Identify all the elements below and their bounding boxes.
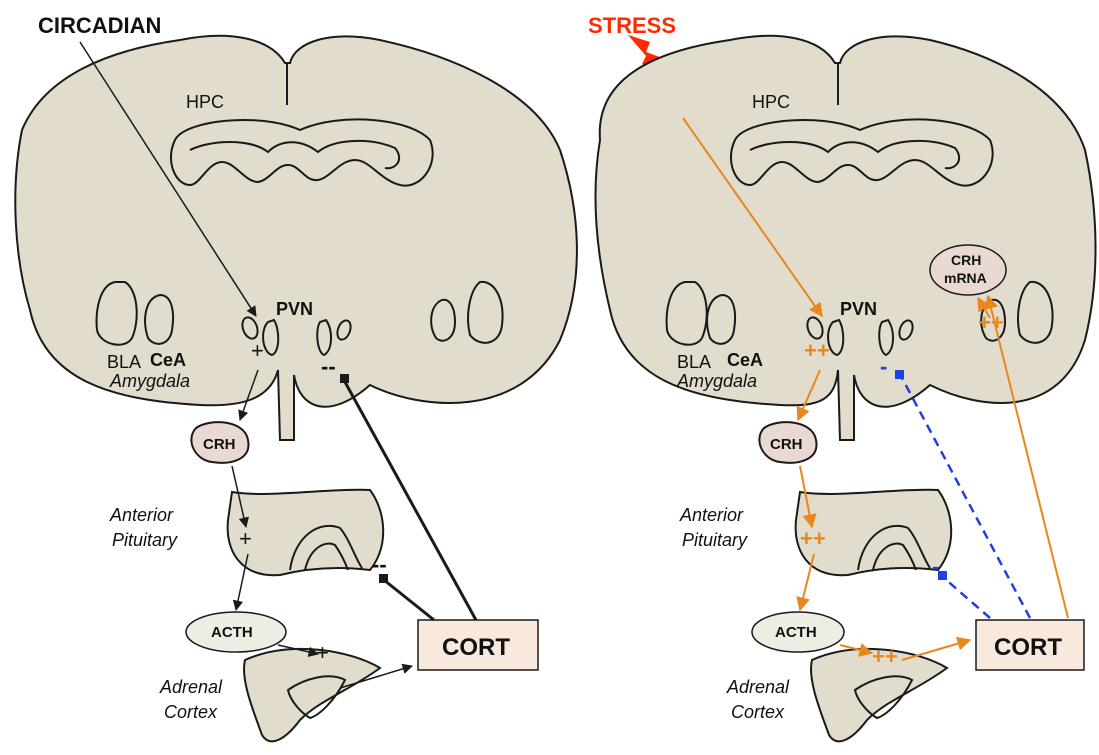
anterior-label: Anterior xyxy=(109,505,174,525)
amygdala-label-right: Amygdala xyxy=(676,371,757,391)
pituitary-plus: + xyxy=(239,526,252,551)
acth-label: ACTH xyxy=(211,624,253,641)
hpc-label-right: HPC xyxy=(752,92,790,112)
pituitary-minus: -- xyxy=(372,552,387,577)
cort-label: CORT xyxy=(442,634,510,661)
brain-section-right xyxy=(595,36,1095,440)
adrenal-label: Adrenal xyxy=(159,677,223,697)
anterior-label-right: Anterior xyxy=(679,505,744,525)
cort-to-pituitary-feedback-right xyxy=(944,578,990,618)
stress-title: STRESS xyxy=(588,13,676,38)
right-panel: STRESS HPC BLA CeA Amygdala PVN ++ - CRH… xyxy=(588,13,1096,741)
amygdala-label: Amygdala xyxy=(109,371,190,391)
pvn-plusplus: ++ xyxy=(804,338,830,363)
pituitary-label: Pituitary xyxy=(112,530,178,550)
cort-to-pituitary-feedback xyxy=(384,580,434,620)
pituitary-feedback-end-right xyxy=(938,571,947,580)
pvn-minus-right: - xyxy=(880,354,887,379)
crh-label: CRH xyxy=(203,436,236,453)
pvn-plus: + xyxy=(251,338,264,363)
pvn-label-right: PVN xyxy=(840,299,877,319)
crh-mrna-label-2: mRNA xyxy=(944,270,987,286)
adrenal-plus: + xyxy=(316,640,329,665)
adrenal-plusplus: ++ xyxy=(872,644,898,669)
circadian-title: CIRCADIAN xyxy=(38,13,161,38)
cea-label-right: CeA xyxy=(727,350,763,370)
pvn-feedback-end-right xyxy=(895,370,904,379)
pituitary-plusplus: ++ xyxy=(800,526,826,551)
left-panel: CIRCADIAN HPC BLA CeA Amygdala PVN + -- … xyxy=(15,13,577,741)
amygdala-plusplus: ++ xyxy=(978,310,1004,335)
brain-section xyxy=(15,36,577,440)
pvn-feedback-end xyxy=(340,374,349,383)
cort-label-right: CORT xyxy=(994,634,1062,661)
adrenal-shape xyxy=(244,649,380,741)
cea-label: CeA xyxy=(150,350,186,370)
adrenal-to-cort-arrow-right xyxy=(902,640,970,660)
crh-label-right: CRH xyxy=(770,436,803,453)
cortex-label-right: Cortex xyxy=(731,702,785,722)
crh-mrna-label-1: CRH xyxy=(951,252,981,268)
pituitary-label-right: Pituitary xyxy=(682,530,748,550)
hpc-label: HPC xyxy=(186,92,224,112)
pvn-minus: -- xyxy=(321,354,336,379)
pvn-label: PVN xyxy=(276,299,313,319)
bla-label: BLA xyxy=(107,352,141,372)
adrenal-label-right: Adrenal xyxy=(726,677,790,697)
cortex-label: Cortex xyxy=(164,702,218,722)
pituitary-feedback-end xyxy=(379,574,388,583)
bla-label-right: BLA xyxy=(677,352,711,372)
acth-label-right: ACTH xyxy=(775,624,817,641)
